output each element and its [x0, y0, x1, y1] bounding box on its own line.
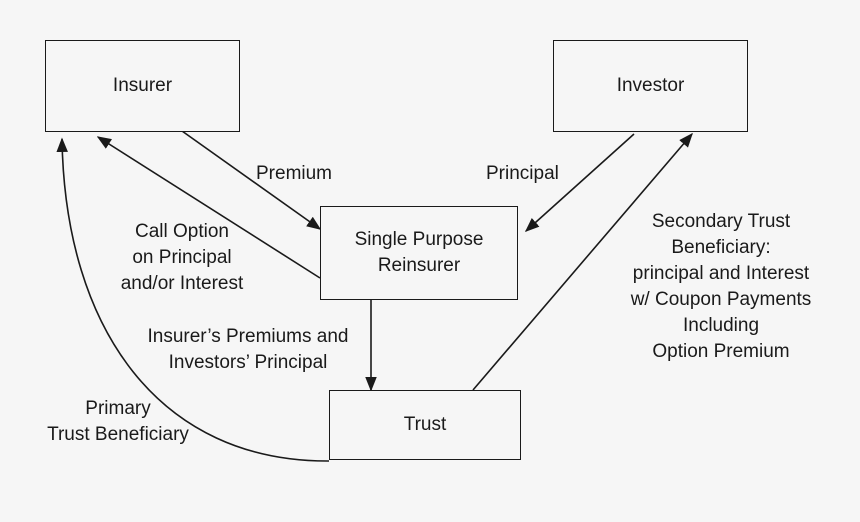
- insurer-label: Insurer: [112, 75, 173, 96]
- arrow-secondary-beneficiary: [472, 132, 693, 391]
- insurer-box: Insurer: [45, 40, 240, 132]
- primary-beneficiary-label: Primary Trust Beneficiary: [47, 398, 189, 445]
- premium-label: Premium: [256, 163, 333, 184]
- arrow-call-option: [96, 136, 321, 279]
- to-trust-label: Insurer’s Premiums and Investors’ Princi…: [147, 326, 349, 373]
- investor-label: Investor: [616, 75, 685, 96]
- arrow-primary-beneficiary: [56, 137, 330, 462]
- reinsurer-label: Single Purpose Reinsurer: [354, 229, 484, 276]
- trust-label: Trust: [403, 414, 447, 435]
- reinsurer-box: Single Purpose Reinsurer: [320, 206, 518, 300]
- call-option-label: Call Option on Principal and/or Interest: [120, 221, 244, 294]
- secondary-beneficiary-label: Secondary Trust Beneficiary: principal a…: [630, 211, 812, 362]
- arrow-principal: [524, 133, 635, 232]
- arrow-premium: [181, 130, 322, 230]
- principal-label: Principal: [486, 163, 559, 184]
- investor-box: Investor: [553, 40, 748, 132]
- trust-box: Trust: [329, 390, 521, 460]
